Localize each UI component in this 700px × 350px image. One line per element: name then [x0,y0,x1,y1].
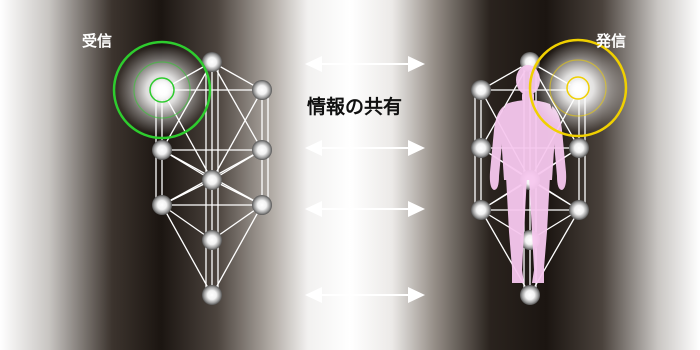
center-label: 情報の共有 [307,95,402,118]
tree-node [471,138,491,158]
tree-node [520,285,540,305]
tree-node [202,170,222,190]
tree-nodes-left [152,52,272,305]
tree-node [252,140,272,160]
tree-node [471,200,491,220]
receive-signal [112,40,212,140]
send-signal [528,38,628,138]
tree-node [252,80,272,100]
double-arrow-icon [305,56,425,72]
double-arrow-icon [305,201,425,217]
tree-node [152,195,172,215]
receive-label: 受信 [82,32,112,50]
tree-node [252,195,272,215]
tree-node [569,200,589,220]
arrows-group [305,56,425,303]
tree-node [471,80,491,100]
tree-node [152,140,172,160]
tree-node [202,285,222,305]
tree-node [202,52,222,72]
double-arrow-icon [305,287,425,303]
tree-node [569,138,589,158]
send-label: 発信 [595,32,626,50]
tree-node [202,230,222,250]
double-arrow-icon [305,140,425,156]
